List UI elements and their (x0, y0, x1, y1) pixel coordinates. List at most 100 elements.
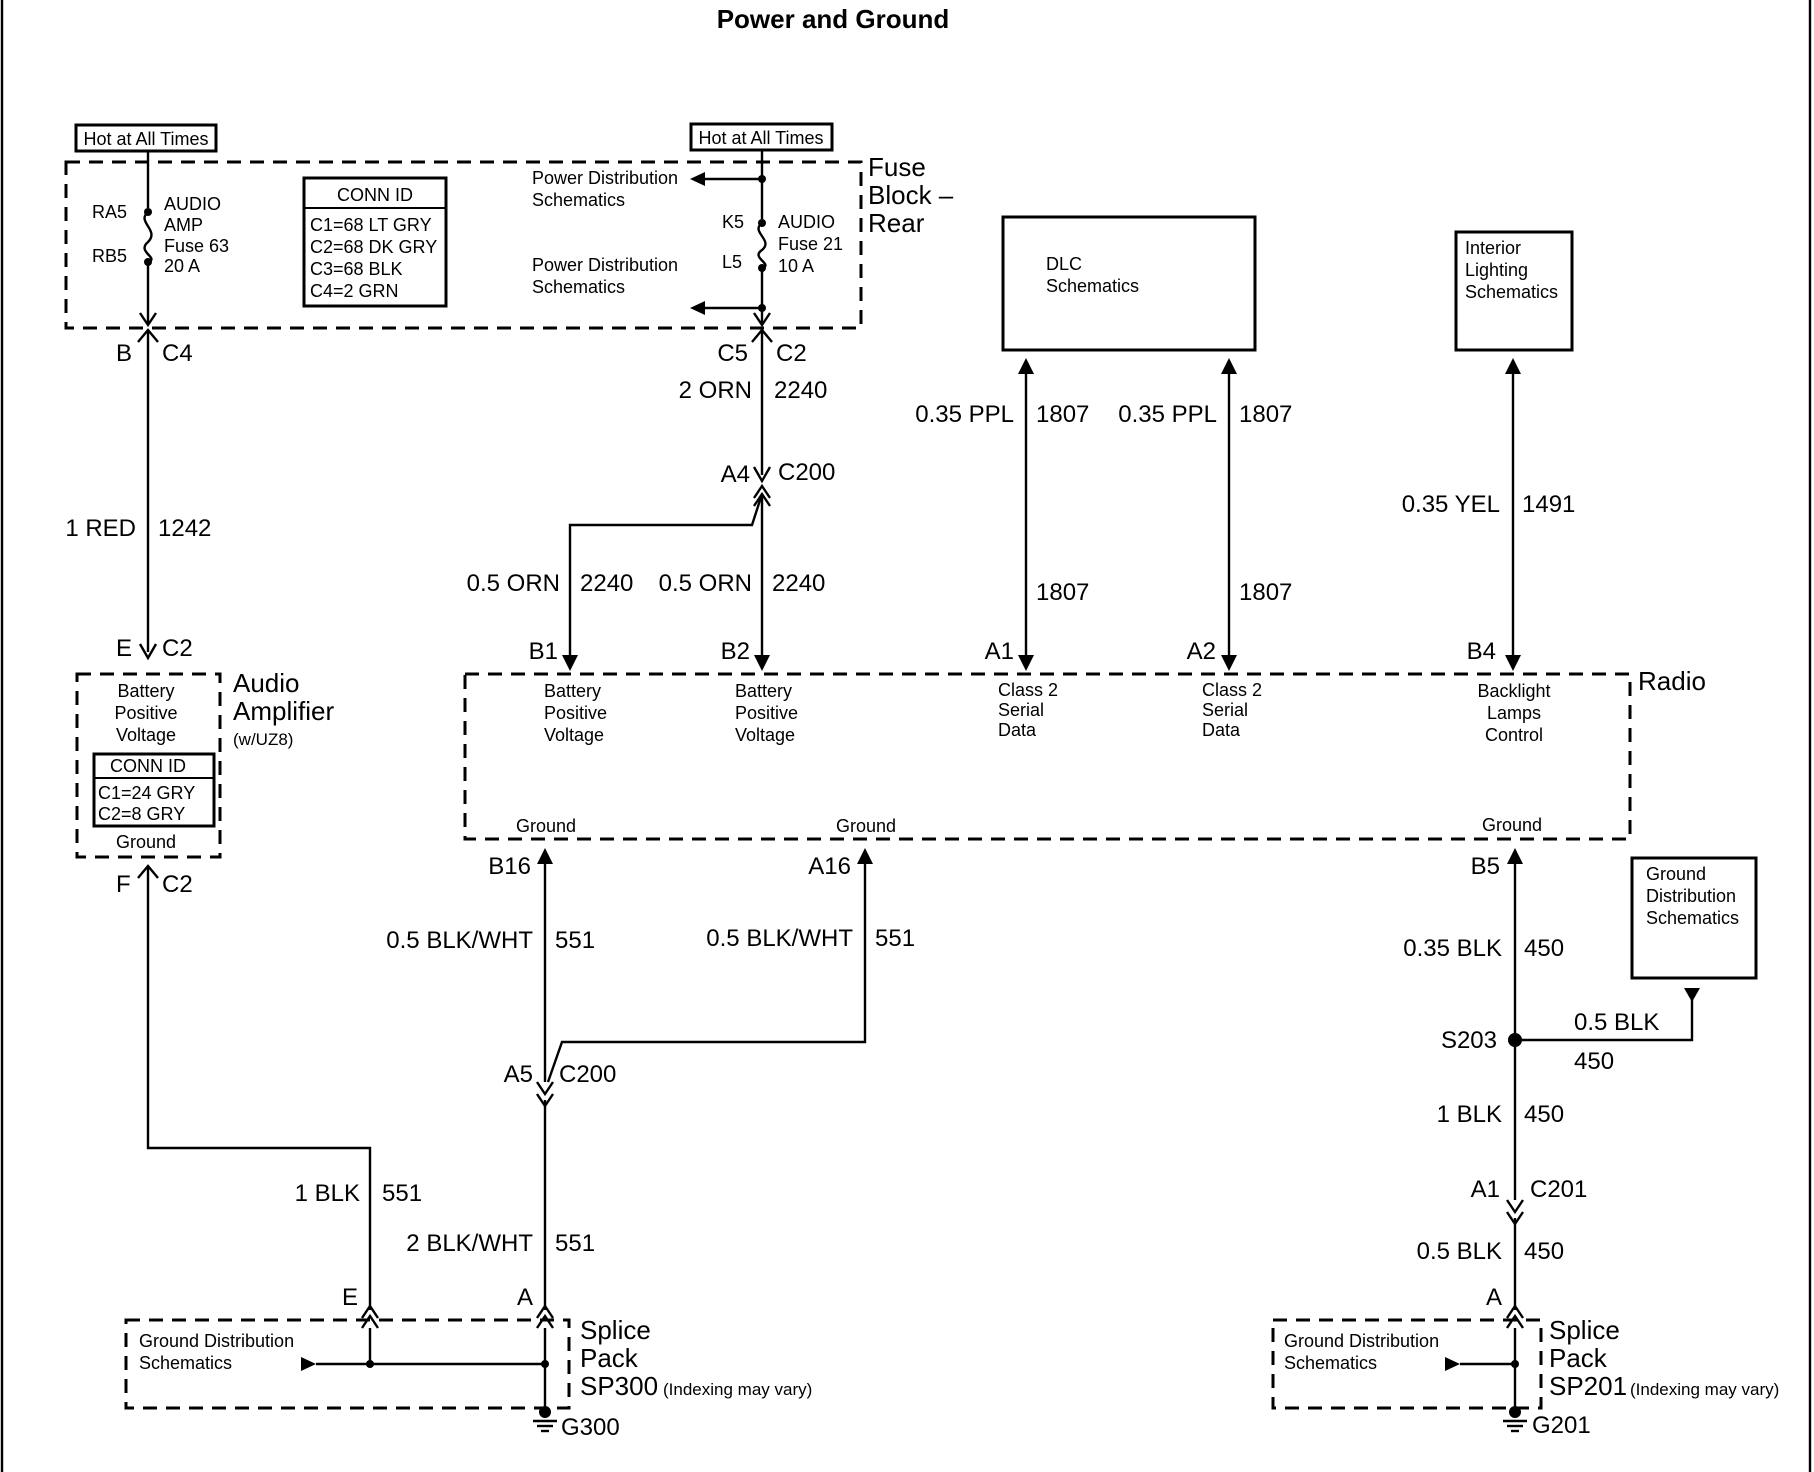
svg-text:Positive: Positive (735, 703, 798, 723)
svg-text:0.35 PPL: 0.35 PPL (1118, 401, 1217, 428)
svg-text:20 A: 20 A (164, 256, 200, 276)
svg-text:Class 2: Class 2 (998, 680, 1058, 700)
svg-text:10 A: 10 A (778, 256, 814, 276)
svg-text:1491: 1491 (1522, 491, 1575, 518)
backlight-wire: 0.35 YEL 1491 (1402, 358, 1575, 671)
amp-out-conn: C2 (162, 871, 193, 898)
svg-text:Splice: Splice (580, 1315, 651, 1345)
splice-pack-sp300: Ground Distribution Schematics Splice Pa… (124, 1315, 812, 1441)
svg-text:Schematics: Schematics (1646, 908, 1739, 928)
sp300-indexing: (Indexing may vary) (663, 1380, 812, 1399)
svg-text:Schematics: Schematics (139, 1353, 232, 1373)
svg-text:551: 551 (382, 1180, 422, 1207)
amp-feed-pin: B (116, 340, 132, 367)
svg-text:0.5 BLK/WHT: 0.5 BLK/WHT (386, 927, 533, 954)
power-dist-arrow-top (690, 172, 705, 186)
svg-text:Ground: Ground (1646, 864, 1706, 884)
svg-text:Control: Control (1485, 725, 1543, 745)
svg-text:Ground: Ground (836, 816, 896, 836)
svg-text:551: 551 (555, 927, 595, 954)
radio-name: Radio (1638, 666, 1706, 696)
radio-pin-b4: B4 (1467, 638, 1496, 665)
svg-text:Lamps: Lamps (1487, 703, 1541, 723)
svg-text:Ground Distribution: Ground Distribution (139, 1331, 294, 1351)
svg-text:Schematics: Schematics (532, 190, 625, 210)
amp-ground-wire: F C2 1 BLK 551 E (116, 864, 422, 1329)
svg-text:C4=2 GRN: C4=2 GRN (310, 281, 399, 301)
radio-pin-b1: B1 (529, 638, 558, 665)
amp-in-pin: E (116, 635, 132, 662)
fuse-block-name-3: Rear (868, 208, 925, 238)
svg-text:Ground: Ground (1482, 815, 1542, 835)
sp300-pin-a: A (517, 1284, 533, 1311)
svg-text:Lighting: Lighting (1465, 260, 1528, 280)
radio-module: Radio B1 Battery Positive Voltage B2 Bat… (463, 638, 1706, 841)
svg-text:C1=24 GRY: C1=24 GRY (98, 783, 195, 803)
audio-amplifier: Audio Amplifier (w/UZ8) Battery Positive… (75, 668, 334, 859)
svg-text:Pack: Pack (580, 1343, 639, 1373)
svg-text:0.35 PPL: 0.35 PPL (915, 401, 1014, 428)
svg-text:AUDIO: AUDIO (778, 212, 835, 232)
svg-text:Voltage: Voltage (544, 725, 604, 745)
svg-text:Splice: Splice (1549, 1315, 1620, 1345)
svg-text:Interior: Interior (1465, 238, 1521, 258)
radio-feed-circuit: 2240 (774, 377, 827, 404)
svg-text:SP300: SP300 (580, 1371, 658, 1401)
svg-text:450: 450 (1524, 1238, 1564, 1265)
svg-text:0.5 BLK: 0.5 BLK (1417, 1238, 1502, 1265)
conn-id-title: CONN ID (337, 185, 413, 205)
radio-feed-conn: C2 (776, 340, 807, 367)
svg-text:Ground: Ground (116, 832, 176, 852)
c200-bottom-pin: A5 (504, 1061, 533, 1088)
svg-text:C2=8 GRY: C2=8 GRY (98, 804, 185, 824)
svg-text:Schematics: Schematics (1046, 276, 1139, 296)
svg-text:Hot at All Times: Hot at All Times (83, 129, 208, 149)
fuse63-in-pin: RA5 (92, 202, 127, 222)
svg-text:Pack: Pack (1549, 1343, 1608, 1373)
svg-text:Voltage: Voltage (116, 725, 176, 745)
radio-ground-wire-right: B5 0.35 BLK 450 S203 0.5 BLK 450 1 BLK 4… (1403, 848, 1700, 1329)
amplifier-option: (w/UZ8) (233, 730, 293, 749)
svg-text:Voltage: Voltage (735, 725, 795, 745)
amp-in-conn: C2 (162, 635, 193, 662)
sp300-pin-e: E (342, 1284, 358, 1311)
svg-text:Schematics: Schematics (1284, 1353, 1377, 1373)
svg-text:Data: Data (1202, 720, 1241, 740)
svg-text:Ground: Ground (516, 816, 576, 836)
amp-feed-conn: C4 (162, 340, 193, 367)
svg-text:Amplifier: Amplifier (233, 696, 334, 726)
sp201-pin-a: A (1486, 1284, 1502, 1311)
svg-text:DLC: DLC (1046, 254, 1082, 274)
fuse-block-rear: Fuse Block – Rear (64, 152, 954, 330)
svg-text:1807: 1807 (1036, 401, 1089, 428)
radio-feed-wire: C5 C2 2 ORN 2240 A4 C200 0.5 ORN 2240 0.… (467, 328, 835, 671)
svg-text:Serial: Serial (998, 700, 1044, 720)
dlc-schematics-box: DLC Schematics (1001, 215, 1257, 352)
svg-text:1 BLK: 1 BLK (295, 1180, 360, 1207)
svg-text:Hot at All Times: Hot at All Times (698, 128, 823, 148)
interior-lighting-box: Interior Lighting Schematics (1454, 230, 1574, 352)
svg-text:450: 450 (1524, 935, 1564, 962)
svg-text:Schematics: Schematics (532, 277, 625, 297)
ground-g300: G300 (561, 1414, 620, 1441)
dlc-wire-a1: 0.35 PPL 1807 1807 (915, 358, 1089, 671)
sp201-indexing: (Indexing may vary) (1630, 1380, 1779, 1399)
hot-label-left: Hot at All Times (74, 123, 218, 153)
radio-pin-b5: B5 (1471, 853, 1500, 880)
radio-pin-b2: B2 (721, 638, 750, 665)
fuse-block-name-2: Block – (868, 180, 954, 210)
svg-text:Battery: Battery (117, 681, 174, 701)
c201-pin: A1 (1471, 1176, 1500, 1203)
radio-feed-wire-label: 2 ORN (679, 377, 752, 404)
fuse-block-name-1: Fuse (868, 152, 926, 182)
amp-out-pin: F (116, 871, 131, 898)
c200-top-conn: C200 (778, 459, 835, 486)
radio-ground-wires-left: B16 A16 0.5 BLK/WHT 551 0.5 BLK/WHT 551 … (386, 848, 915, 1329)
diagram-title: Power and Ground (717, 4, 950, 34)
radio-pin-b16: B16 (488, 853, 531, 880)
svg-text:Battery: Battery (735, 681, 792, 701)
c201-conn: C201 (1530, 1176, 1587, 1203)
fuse-21: K5 L5 AUDIO Fuse 21 10 A (690, 150, 843, 328)
svg-text:AMP: AMP (164, 215, 203, 235)
